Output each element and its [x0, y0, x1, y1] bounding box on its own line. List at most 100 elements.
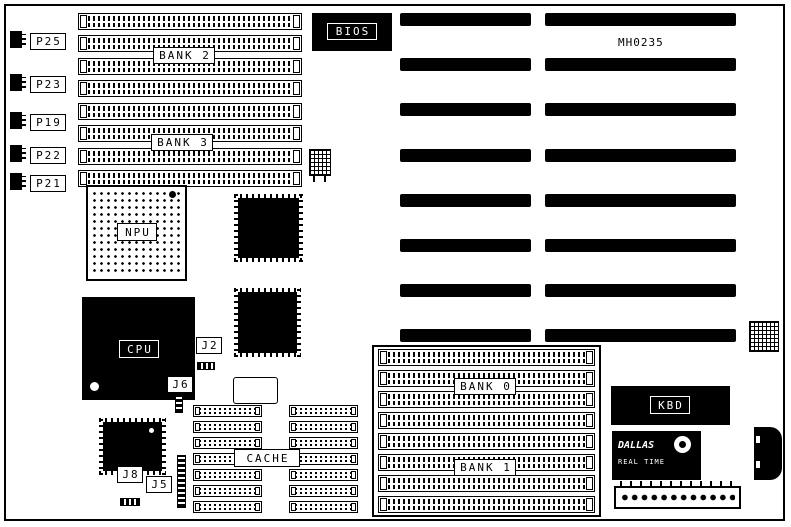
dip-switch-strip: [614, 481, 741, 509]
bios-label: BIOS: [327, 23, 377, 40]
isa-slot: [400, 239, 531, 252]
cache-socket: [193, 469, 262, 481]
simm-pins: [388, 499, 585, 510]
edge-connector-p19-label: P19: [30, 114, 66, 131]
rtc-line2-text: REAL TIME: [618, 458, 665, 466]
cache-socket: [193, 405, 262, 417]
npu-label: NPU: [117, 223, 157, 241]
power-connector-icon: [749, 321, 779, 352]
dip-pins: [295, 440, 352, 446]
simm-pins: [388, 352, 585, 363]
dip-pins: [295, 488, 352, 494]
simm-pins: [388, 415, 585, 426]
simm-socket: [378, 433, 595, 450]
dip-switch-dots: [620, 491, 735, 504]
simm-socket: [378, 412, 595, 429]
cache-socket: [289, 405, 358, 417]
crystal-leg: [324, 176, 326, 182]
simm-socket: [78, 80, 302, 97]
jumper-j8-label: J8: [117, 466, 143, 483]
jumper-j2-label: J2: [196, 337, 222, 354]
edge-connector-p21-icon: [10, 173, 26, 190]
simm-pins: [88, 106, 292, 117]
bank2-label: BANK 2: [153, 47, 215, 64]
qfp-chip: [234, 194, 303, 262]
cache-socket: [193, 437, 262, 449]
cache-socket: [289, 485, 358, 497]
dip-pins: [199, 472, 256, 478]
simm-pins: [88, 61, 292, 72]
simm-socket: [78, 103, 302, 120]
cache-socket: [289, 437, 358, 449]
oscillator-module: [233, 377, 278, 404]
connector-notch: [756, 461, 760, 468]
cache-socket: [289, 453, 358, 465]
cache-socket: [193, 501, 262, 513]
qfp-pin1-marker: [149, 428, 154, 433]
isa-slot: [400, 13, 531, 26]
jumper-j2-pins: [197, 362, 215, 370]
simm-pins: [88, 128, 292, 139]
cache-socket: [193, 485, 262, 497]
edge-connector-p19-icon: [10, 112, 26, 129]
isa-slot: [545, 13, 736, 26]
dip-pins: [199, 440, 256, 446]
dip-pins: [199, 456, 256, 462]
dip-pins: [199, 424, 256, 430]
board-outline: [4, 4, 785, 521]
cache-label: CACHE: [234, 449, 300, 467]
keyboard-din-connector: [754, 427, 782, 480]
edge-connector-p21-label: P21: [30, 175, 66, 192]
simm-socket: [78, 13, 302, 30]
cpu-pin1-marker: [90, 382, 99, 391]
edge-connector-p22-icon: [10, 145, 26, 162]
simm-pins: [88, 173, 292, 184]
dip-pins: [295, 408, 352, 414]
isa-slot: [545, 103, 736, 116]
simm-pins: [88, 83, 292, 94]
simm-pins: [88, 151, 292, 162]
dip-pins: [295, 424, 352, 430]
simm-socket: [78, 170, 302, 187]
simm-pins: [88, 16, 292, 27]
crystal-leg: [313, 176, 315, 182]
board-code: MH0235: [618, 36, 664, 49]
crystal-icon: [309, 149, 331, 176]
cache-socket: [289, 469, 358, 481]
simm-socket: [378, 349, 595, 366]
bank3-label: BANK 3: [151, 134, 213, 151]
simm-socket: [378, 391, 595, 408]
jumper-j8-pins: [120, 498, 140, 506]
edge-connector-p25-icon: [10, 31, 26, 48]
isa-slot: [545, 284, 736, 297]
bank0-label: BANK 0: [454, 378, 516, 395]
kbd-label: KBD: [650, 396, 690, 414]
simm-socket: [378, 475, 595, 492]
qfp-chip: [234, 288, 301, 357]
jumper-j5-label: J5: [146, 476, 172, 493]
rtc-logo-inner-icon: [679, 441, 686, 448]
isa-slot: [400, 194, 531, 207]
isa-slot: [545, 58, 736, 71]
jumper-j6-label: J6: [167, 376, 193, 393]
jumper-j6-pins: [175, 396, 183, 413]
isa-slot: [545, 149, 736, 162]
dip-pins: [295, 504, 352, 510]
cache-socket: [289, 421, 358, 433]
isa-slot: [545, 194, 736, 207]
dip-pins: [295, 456, 352, 462]
isa-slot: [400, 329, 531, 342]
edge-connector-p23-label: P23: [30, 76, 66, 93]
dip-pins: [199, 408, 256, 414]
dip-pins: [199, 488, 256, 494]
edge-connector-p23-icon: [10, 74, 26, 91]
memory-bank-group: [372, 345, 601, 517]
isa-slot: [400, 284, 531, 297]
simm-pins: [88, 38, 292, 49]
isa-slot: [400, 149, 531, 162]
connector-notch: [756, 436, 760, 443]
isa-slot: [545, 239, 736, 252]
simm-socket: [378, 496, 595, 513]
simm-pins: [388, 478, 585, 489]
